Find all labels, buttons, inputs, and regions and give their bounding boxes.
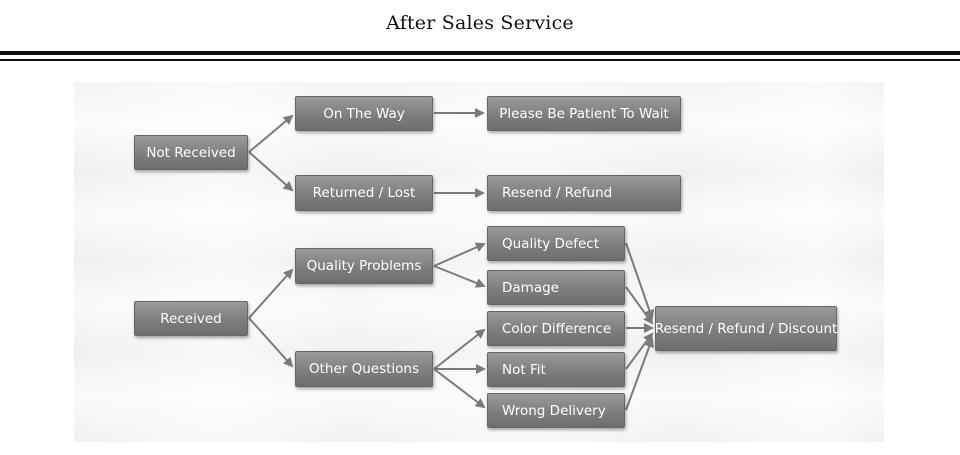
arrow-other-questions-to-wrong-delivery xyxy=(433,368,486,409)
node-please-be-patient: Please Be Patient To Wait xyxy=(487,96,681,131)
node-returned-lost: Returned / Lost xyxy=(295,175,433,211)
title-divider-thin xyxy=(0,59,960,61)
node-received: Received xyxy=(134,301,248,336)
arrow-not-received-to-returned-lost xyxy=(248,151,294,192)
node-on-the-way: On The Way xyxy=(295,96,433,131)
arrow-received-to-other-questions xyxy=(248,317,294,368)
arrow-not-received-to-on-the-way xyxy=(248,114,294,153)
node-resend-refund-discount: Resend / Refund / Discount xyxy=(655,306,837,351)
arrow-other-questions-to-color-difference xyxy=(433,328,486,370)
page-title: After Sales Service xyxy=(386,12,574,34)
node-quality-problems: Quality Problems xyxy=(295,248,433,284)
arrow-damage-to-resolution xyxy=(625,286,654,325)
node-other-questions: Other Questions xyxy=(295,351,433,387)
node-wrong-delivery: Wrong Delivery xyxy=(487,393,625,428)
node-resend-refund: Resend / Refund xyxy=(487,175,681,211)
title-divider-thick xyxy=(0,51,960,55)
arrow-quality-problems-to-quality-defect xyxy=(433,242,486,267)
node-quality-defect: Quality Defect xyxy=(487,226,625,261)
node-not-fit: Not Fit xyxy=(487,352,625,387)
node-color-difference: Color Difference xyxy=(487,311,625,346)
arrow-wrong-delivery-to-resolution xyxy=(625,337,654,411)
arrow-quality-defect-to-resolution xyxy=(625,242,655,320)
node-not-received: Not Received xyxy=(134,135,248,170)
arrow-quality-problems-to-damage xyxy=(433,265,486,288)
arrow-received-to-quality-problems xyxy=(248,268,294,319)
node-damage: Damage xyxy=(487,270,625,305)
